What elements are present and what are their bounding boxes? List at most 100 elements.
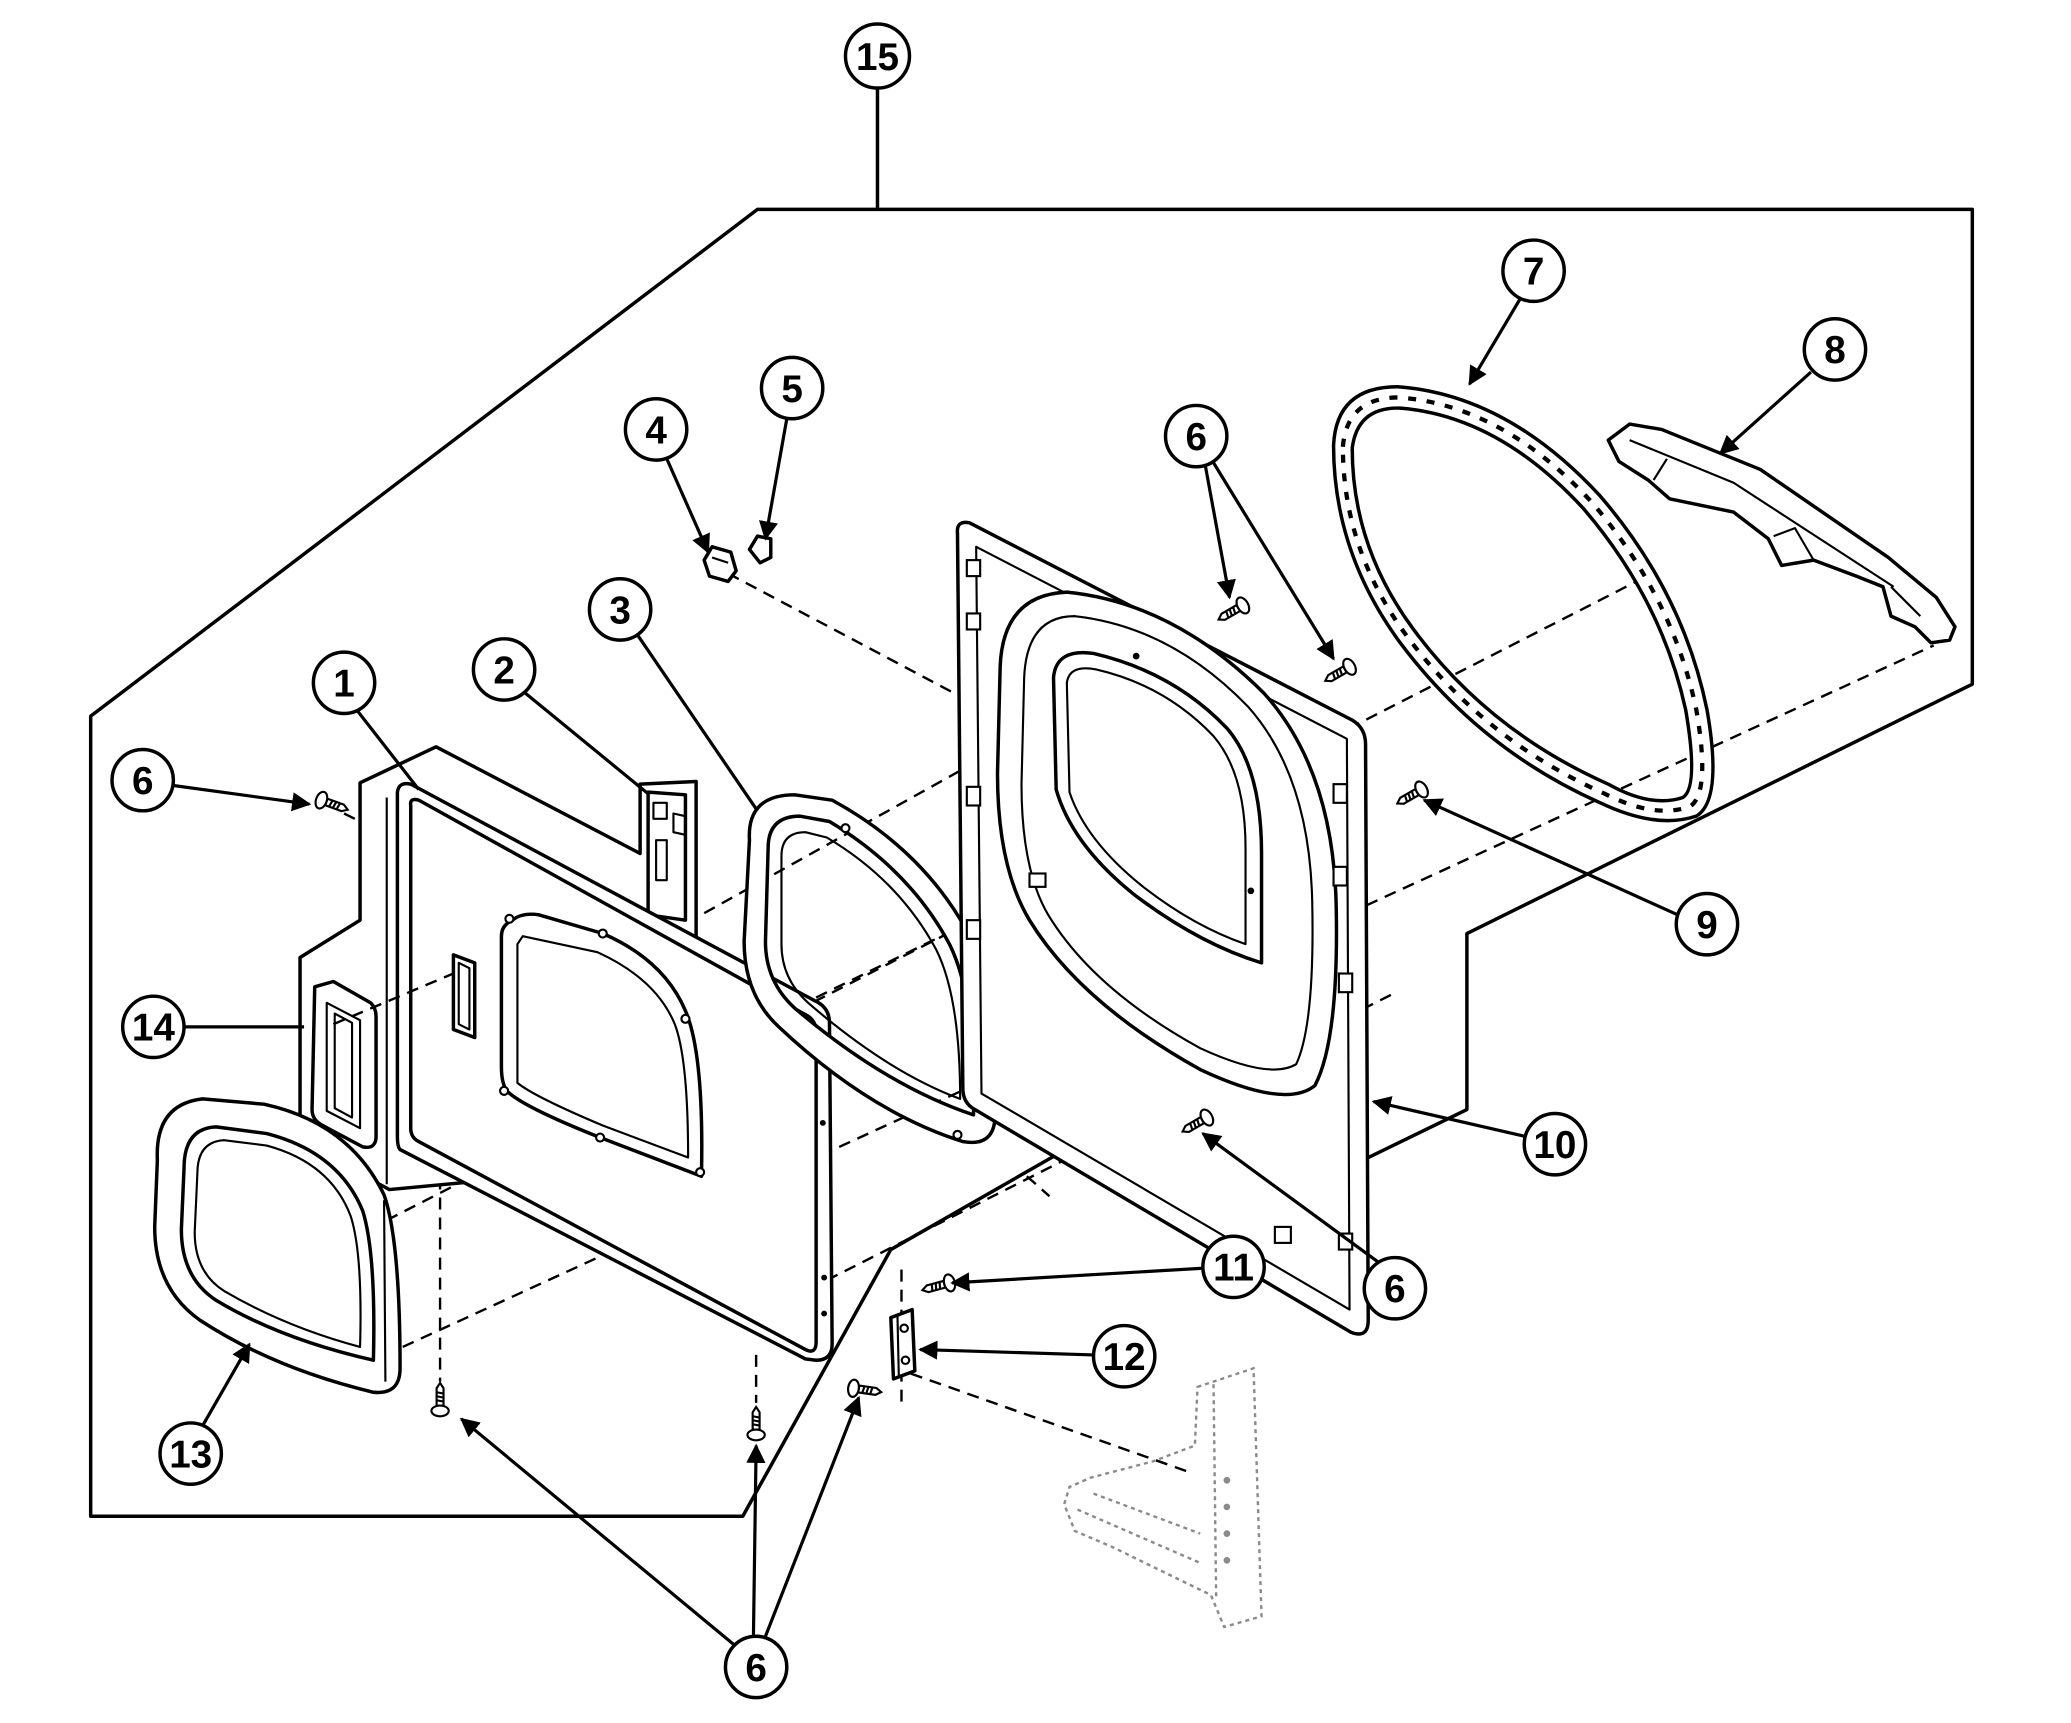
callout-circle xyxy=(158,1421,224,1487)
handle-slot-inner xyxy=(457,961,471,1031)
callout-circle xyxy=(471,637,537,702)
leader-6-bottom-a xyxy=(459,1417,735,1646)
callout-7: 7 xyxy=(1501,238,1566,304)
callout-2: 2 xyxy=(471,637,537,702)
handle-slot xyxy=(451,953,477,1040)
callout-6-right: 6 xyxy=(1362,1255,1428,1321)
callout-number: 9 xyxy=(1696,904,1718,947)
window-tab xyxy=(680,1013,691,1024)
hinge-edge xyxy=(896,1316,900,1377)
leader-6-bottom-c xyxy=(763,1395,862,1637)
callout-circle xyxy=(1674,891,1740,957)
callout-circle xyxy=(587,577,653,642)
handle-recess-inner xyxy=(333,1012,354,1119)
leader-4 xyxy=(665,458,710,554)
leader-8 xyxy=(1718,370,1813,455)
callout-6-bottom: 6 xyxy=(723,1634,789,1700)
cabinet-bracket-detail xyxy=(1077,1384,1218,1601)
cabinet-bracket-hole xyxy=(1223,1476,1231,1484)
panel-hole xyxy=(821,1274,828,1281)
clip-retainer xyxy=(747,534,773,565)
callout-5: 5 xyxy=(759,355,825,421)
strike-detail xyxy=(652,801,687,882)
gasket-ring-tab xyxy=(840,823,851,834)
callout-circle xyxy=(1362,1255,1428,1321)
seal-bracket-detail xyxy=(1629,439,1922,617)
door-seal xyxy=(1331,385,1715,823)
inner-panel-window-lip xyxy=(1065,667,1247,946)
callout-number: 4 xyxy=(645,409,667,452)
callout-number: 7 xyxy=(1523,251,1545,294)
leader-10 xyxy=(1371,1096,1525,1138)
leader-9 xyxy=(1422,798,1679,917)
callout-circle xyxy=(120,994,186,1060)
callout-circle xyxy=(1201,1234,1266,1300)
leader-5 xyxy=(759,418,789,541)
callout-circle xyxy=(1163,403,1229,469)
door-clip-body xyxy=(702,545,738,584)
callout-8: 8 xyxy=(1802,317,1868,382)
callout-number: 6 xyxy=(132,760,154,803)
callout-circle xyxy=(759,355,825,421)
callout-number: 11 xyxy=(1213,1247,1254,1290)
trim-ring-inner-lip xyxy=(193,1139,362,1348)
callout-number: 1 xyxy=(333,663,354,706)
inner-panel-tab xyxy=(1332,783,1348,804)
window-tab xyxy=(504,913,515,924)
leader-6-top-b xyxy=(1212,461,1335,661)
callout-15: 15 xyxy=(843,22,912,90)
inner-panel-tab xyxy=(965,612,982,631)
callout-circle xyxy=(1522,1111,1588,1177)
leader-lines xyxy=(173,297,1813,1646)
leader-1 xyxy=(356,709,420,791)
hinge-hole xyxy=(899,1323,909,1334)
window-tab xyxy=(597,928,608,939)
leader-6-right xyxy=(1201,1132,1379,1263)
callout-6-top: 6 xyxy=(1163,403,1229,469)
door-seal-segments xyxy=(1340,395,1705,813)
guide-line xyxy=(332,972,454,1026)
guide-line xyxy=(727,572,956,695)
callout-number: 5 xyxy=(781,368,802,411)
callout-6-left: 6 xyxy=(110,747,176,813)
callout-number: 14 xyxy=(132,1007,175,1050)
leader-13 xyxy=(201,1342,251,1427)
callout-circle xyxy=(110,747,176,813)
panel-hole xyxy=(819,1119,826,1126)
callout-number: 3 xyxy=(609,589,631,632)
callout-14: 14 xyxy=(120,994,186,1060)
callout-1: 1 xyxy=(311,650,377,716)
leader-6-bottom-b xyxy=(746,1443,766,1635)
cabinet-bracket-hole xyxy=(1223,1556,1231,1564)
leader-6-left xyxy=(173,783,312,812)
callout-3: 3 xyxy=(587,577,653,642)
seal-bracket xyxy=(1606,422,1957,645)
guide-line xyxy=(910,1372,1194,1475)
callout-number: 6 xyxy=(1384,1268,1406,1311)
gasket-ring-tab xyxy=(952,1129,963,1140)
callout-13: 13 xyxy=(158,1421,224,1487)
door-clip xyxy=(702,545,738,584)
panel-hole xyxy=(821,1310,828,1317)
callout-circle xyxy=(623,397,689,462)
callout-circle xyxy=(1501,238,1566,304)
callout-number: 2 xyxy=(493,649,515,692)
clip-retainer-body xyxy=(747,534,773,565)
leader-3 xyxy=(636,633,759,812)
callout-10: 10 xyxy=(1522,1111,1588,1177)
cabinet-bracket-outline xyxy=(1062,1366,1263,1629)
inner-panel-tab xyxy=(1028,872,1047,888)
inner-panel-hole xyxy=(1247,887,1255,895)
callout-number: 15 xyxy=(856,36,899,79)
inner-panel-bowl-ridge xyxy=(1020,615,1314,1071)
callout-number: 6 xyxy=(1185,416,1207,459)
door-hinge xyxy=(889,1307,917,1381)
callout-circle xyxy=(843,22,912,90)
window-tab xyxy=(499,1085,510,1096)
inner-panel-tab xyxy=(965,919,982,940)
callout-number: 8 xyxy=(1824,329,1846,372)
gasket-ring-lip xyxy=(780,831,962,1100)
callout-number: 6 xyxy=(745,1647,766,1690)
inner-panel-tab xyxy=(1273,1225,1292,1244)
inner-panel-hole xyxy=(1132,652,1140,660)
